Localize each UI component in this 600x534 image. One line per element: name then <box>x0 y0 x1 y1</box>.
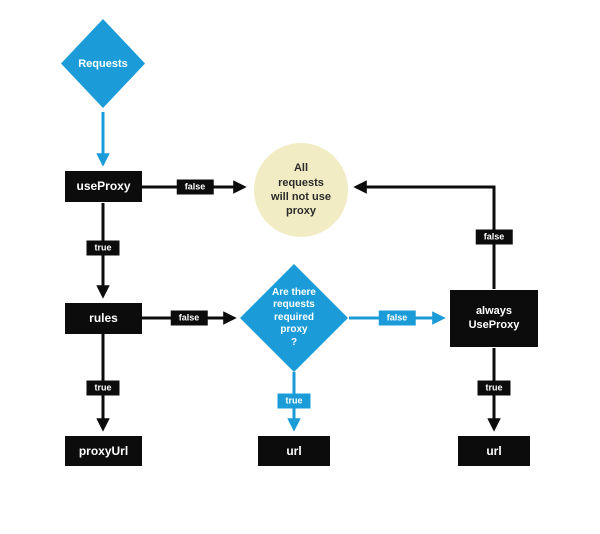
edge-label-useproxy-true: true <box>86 240 120 256</box>
node-url-right: url <box>458 436 530 466</box>
edge-label-useproxy-false: false <box>176 179 214 195</box>
edge-label-always-true: true <box>477 380 511 396</box>
edge-label-always-false: false <box>475 229 513 245</box>
edge-alwaysuseproxy-to-circle <box>353 180 496 289</box>
node-useproxy: useProxy <box>65 171 142 202</box>
edge-label-decision-false: false <box>378 310 416 326</box>
edge-label-rules-true: true <box>86 380 120 396</box>
edge-label-decision-true: true <box>277 393 311 409</box>
node-always-useproxy: always UseProxy <box>450 290 538 347</box>
node-proxyurl: proxyUrl <box>65 436 142 466</box>
node-url-center: url <box>258 436 330 466</box>
edge-label-rules-false: false <box>170 310 208 326</box>
node-all-requests-will-not-use-proxy: All requests will not use proxy <box>254 143 348 237</box>
node-rules: rules <box>65 303 142 334</box>
